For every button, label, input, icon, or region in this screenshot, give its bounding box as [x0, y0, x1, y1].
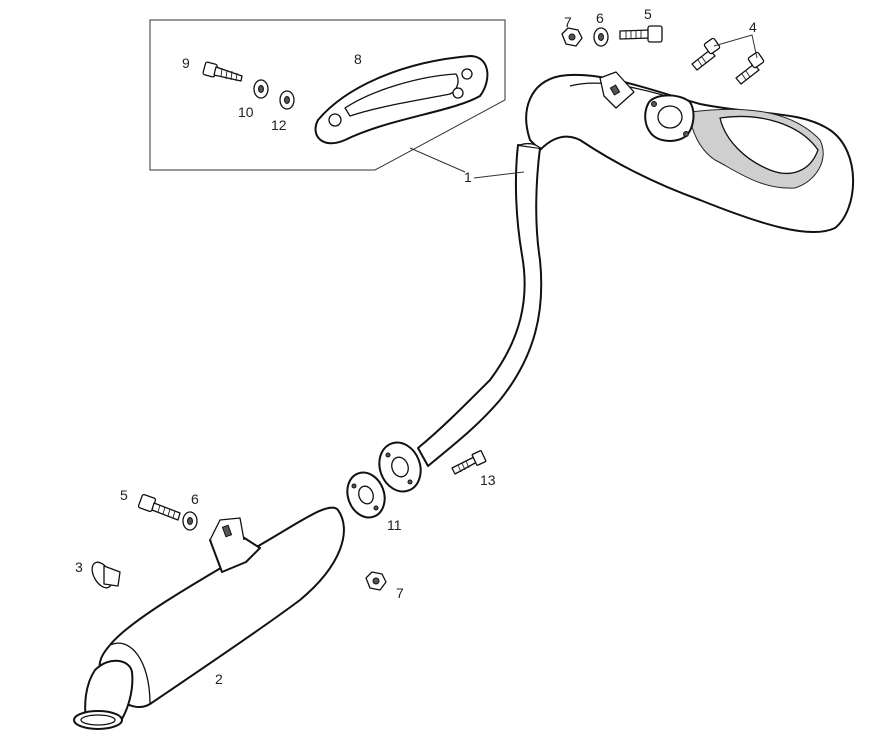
callout-1: 1: [464, 169, 472, 185]
callout-7-top: 7: [564, 14, 572, 30]
end-cap-icon: [91, 561, 121, 589]
heat-shield-inset-box: [149, 19, 506, 173]
bolt-icon: [691, 37, 721, 71]
callout-5-left: 5: [120, 487, 128, 503]
callout-4: 4: [749, 19, 757, 35]
callout-3: 3: [75, 559, 83, 575]
callout-9: 9: [182, 55, 190, 71]
washer-icon: [593, 27, 609, 47]
exhaust-pipe-icon: [378, 71, 855, 493]
callout-13: 13: [480, 472, 496, 488]
bolt-icon: [735, 51, 765, 85]
bolt-icon: [451, 450, 487, 475]
callout-5-top: 5: [644, 6, 652, 22]
callout-2: 2: [215, 671, 223, 687]
nut-icon: [561, 27, 583, 47]
callout-6-top: 6: [596, 10, 604, 26]
bolt-icon: [137, 493, 181, 521]
callout-10: 10: [238, 104, 254, 120]
callout-7-bottom: 7: [396, 585, 404, 601]
washer-icon: [279, 90, 295, 110]
washer-icon: [182, 511, 198, 531]
self-tapping-screw-icon: [202, 61, 243, 82]
callout-labels: 1 2 3 4 5 5 6 6 7 7 8 9 10 11 12 13: [75, 6, 757, 687]
washer-icon: [253, 79, 269, 99]
muffler-icon: [73, 506, 345, 730]
bolt-icon: [619, 25, 663, 43]
callout-6-left: 6: [191, 491, 199, 507]
heat-shield-icon: [314, 55, 489, 145]
callout-12: 12: [271, 117, 287, 133]
nut-icon: [365, 571, 387, 591]
callout-11: 11: [387, 517, 402, 533]
callout-8: 8: [354, 51, 362, 67]
flange-gasket-icon: [346, 471, 386, 519]
